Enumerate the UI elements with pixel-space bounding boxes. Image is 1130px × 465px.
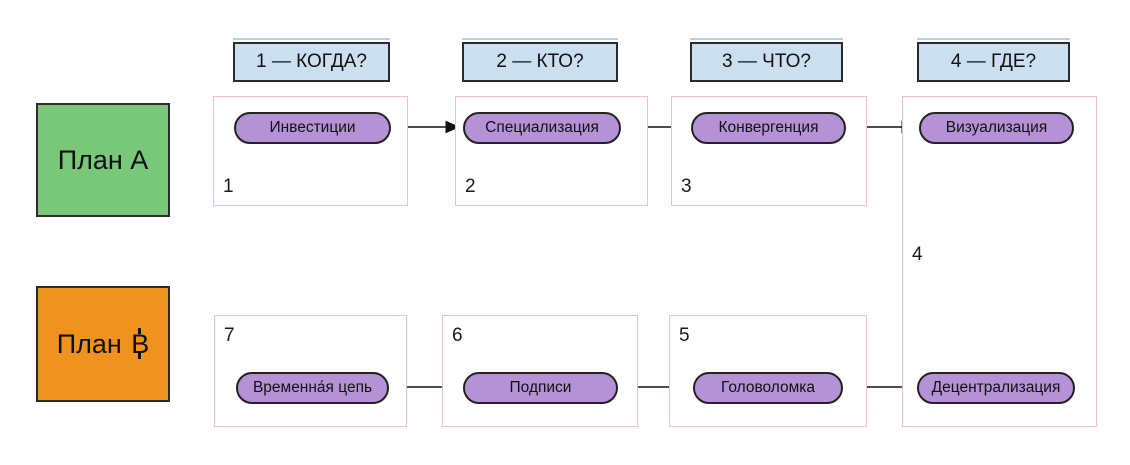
frame-4-number: 4 xyxy=(912,244,923,265)
node-decentralization: Децентрализация xyxy=(917,372,1075,404)
header-where: 4 — ГДЕ? xyxy=(917,38,1070,82)
header-what: 3 — ЧТО? xyxy=(690,38,843,82)
frame-4: 4 Визуализация Децентрализация xyxy=(902,96,1097,427)
frame-2: 2 Специализация xyxy=(455,96,648,206)
node-convergence: Конвергенция xyxy=(691,112,846,144)
node-investments: Инвестиции xyxy=(234,112,391,144)
node-signatures: Подписи xyxy=(463,372,618,404)
frame-5-number: 5 xyxy=(679,325,690,346)
header-what-label: 3 — ЧТО? xyxy=(722,51,811,72)
node-puzzle: Головоломка xyxy=(693,372,843,404)
plan-a-label: План А xyxy=(57,144,149,175)
frame-6: 6 Подписи xyxy=(442,315,638,427)
header-when-label: 1 — КОГДА? xyxy=(256,51,367,72)
node-timechain: Временна́я цепь xyxy=(236,372,389,404)
header-where-label: 4 — ГДЕ? xyxy=(950,51,1037,72)
node-specialization: Специализация xyxy=(463,112,621,144)
node-visualization: Визуализация xyxy=(919,112,1074,144)
plan-b-box: План B xyxy=(36,286,170,402)
plan-b-word: План xyxy=(56,328,122,359)
frame-1: 1 Инвестиции xyxy=(213,96,408,206)
frame-7: 7 Временна́я цепь xyxy=(214,315,407,427)
frame-5: 5 Головоломка xyxy=(669,315,867,427)
frame-2-number: 2 xyxy=(465,176,476,197)
plan-a-box: План А xyxy=(36,103,170,217)
header-when: 1 — КОГДА? xyxy=(233,38,390,82)
frame-3-number: 3 xyxy=(681,176,692,197)
frame-1-number: 1 xyxy=(223,176,234,197)
header-who: 2 — КТО? xyxy=(462,38,618,82)
bitcoin-symbol-icon: B xyxy=(131,327,150,359)
frame-6-number: 6 xyxy=(452,325,463,346)
frame-7-number: 7 xyxy=(224,325,235,346)
frame-3: 3 Конвергенция xyxy=(671,96,867,206)
plan-b-label: План B xyxy=(56,327,150,359)
header-who-label: 2 — КТО? xyxy=(496,51,584,72)
